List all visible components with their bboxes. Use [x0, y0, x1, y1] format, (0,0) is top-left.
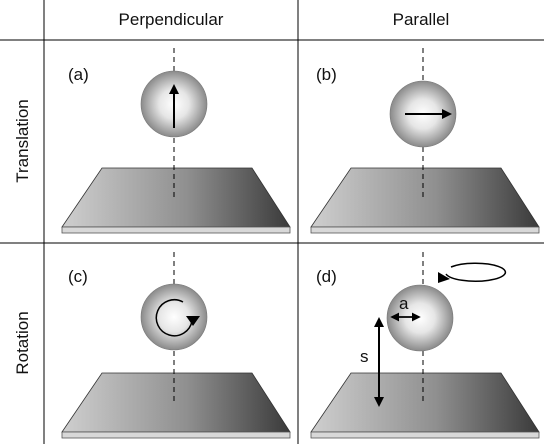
spin-arrowhead-icon — [438, 272, 450, 283]
panel-d: a s (d) — [310, 252, 540, 439]
plate-edge — [310, 431, 540, 439]
column-header-parallel: Parallel — [393, 10, 450, 29]
plate — [310, 167, 540, 228]
radius-label: a — [399, 294, 409, 313]
plate-edge — [61, 226, 291, 234]
rotation-arrowhead-icon — [186, 316, 200, 326]
panel-c: (c) — [61, 252, 291, 439]
row-header-translation: Translation — [13, 99, 32, 182]
plate — [61, 167, 291, 228]
separation-label: s — [360, 347, 369, 366]
panel-a: (a) — [61, 48, 291, 234]
plate-edge — [61, 431, 291, 439]
rotation-arrow-icon — [155, 299, 193, 337]
panel-b: (b) — [310, 48, 540, 234]
row-header-rotation: Rotation — [13, 311, 32, 374]
panel-label-b: (b) — [316, 65, 337, 84]
plate — [310, 372, 540, 433]
panel-label-c: (c) — [68, 267, 88, 286]
column-header-perpendicular: Perpendicular — [119, 10, 224, 29]
sphere — [140, 283, 208, 351]
plate-edge — [310, 226, 540, 234]
spin-ellipse-icon — [445, 262, 507, 282]
panel-label-a: (a) — [68, 65, 89, 84]
sphere — [386, 284, 454, 352]
panel-label-d: (d) — [316, 267, 337, 286]
plate — [61, 372, 291, 433]
